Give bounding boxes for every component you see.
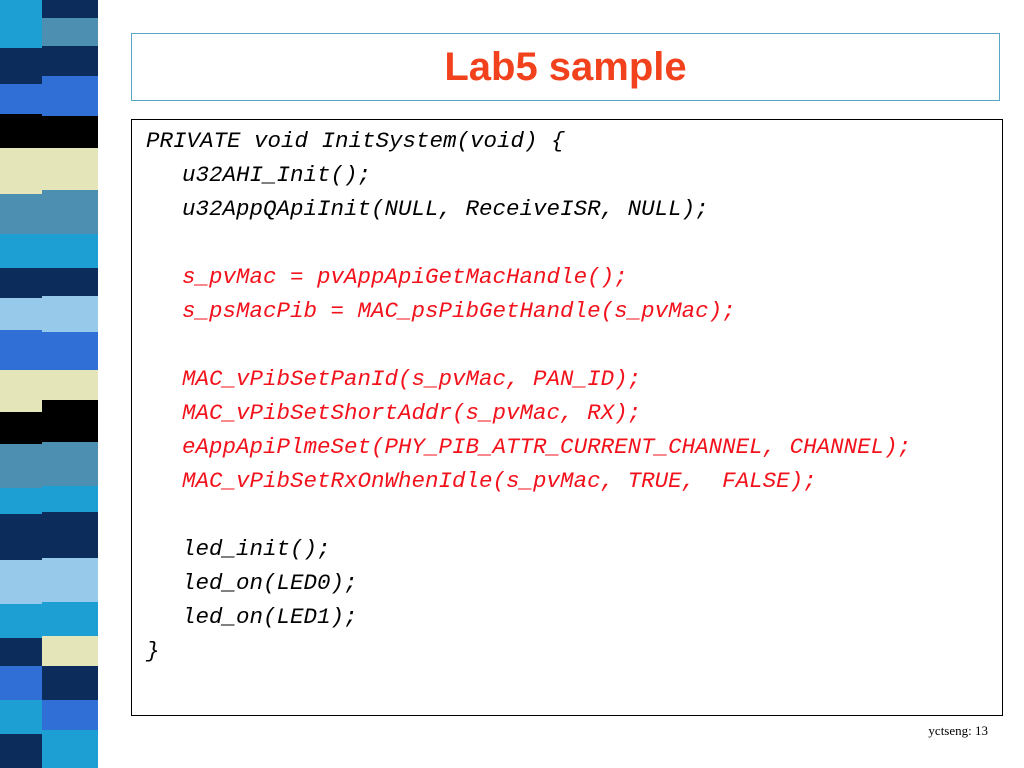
code-line-highlighted: MAC_vPibSetPanId(s_pvMac, PAN_ID);: [182, 366, 642, 392]
code-line: PRIVATE void InitSystem(void) {: [146, 128, 565, 154]
code-line-blank: [146, 328, 1002, 362]
code-line-highlighted: MAC_vPibSetShortAddr(s_pvMac, RX);: [182, 400, 642, 426]
stripe-column-right: [42, 0, 98, 768]
decorative-stripe-strip: [0, 0, 118, 768]
code-line-highlighted: s_psMacPib = MAC_psPibGetHandle(s_pvMac)…: [182, 298, 736, 324]
code-line-blank: [146, 226, 1002, 260]
code-line: }: [146, 638, 160, 664]
code-line-highlighted: eAppApiPlmeSet(PHY_PIB_ATTR_CURRENT_CHAN…: [182, 434, 912, 460]
code-line: led_on(LED0);: [182, 570, 358, 596]
slide-title-box: Lab5 sample: [131, 33, 1000, 101]
code-line: led_init();: [182, 536, 331, 562]
code-line: led_on(LED1);: [182, 604, 358, 630]
code-line: u32AppQApiInit(NULL, ReceiveISR, NULL);: [182, 196, 709, 222]
code-block: PRIVATE void InitSystem(void) { u32AHI_I…: [131, 119, 1003, 716]
slide-title: Lab5 sample: [444, 44, 687, 89]
code-line-blank: [146, 498, 1002, 532]
code-line-highlighted: MAC_vPibSetRxOnWhenIdle(s_pvMac, TRUE, F…: [182, 468, 817, 494]
slide-footer: yctseng: 13: [928, 723, 988, 738]
code-line: u32AHI_Init();: [182, 162, 372, 188]
code-line-highlighted: s_pvMac = pvAppApiGetMacHandle();: [182, 264, 628, 290]
